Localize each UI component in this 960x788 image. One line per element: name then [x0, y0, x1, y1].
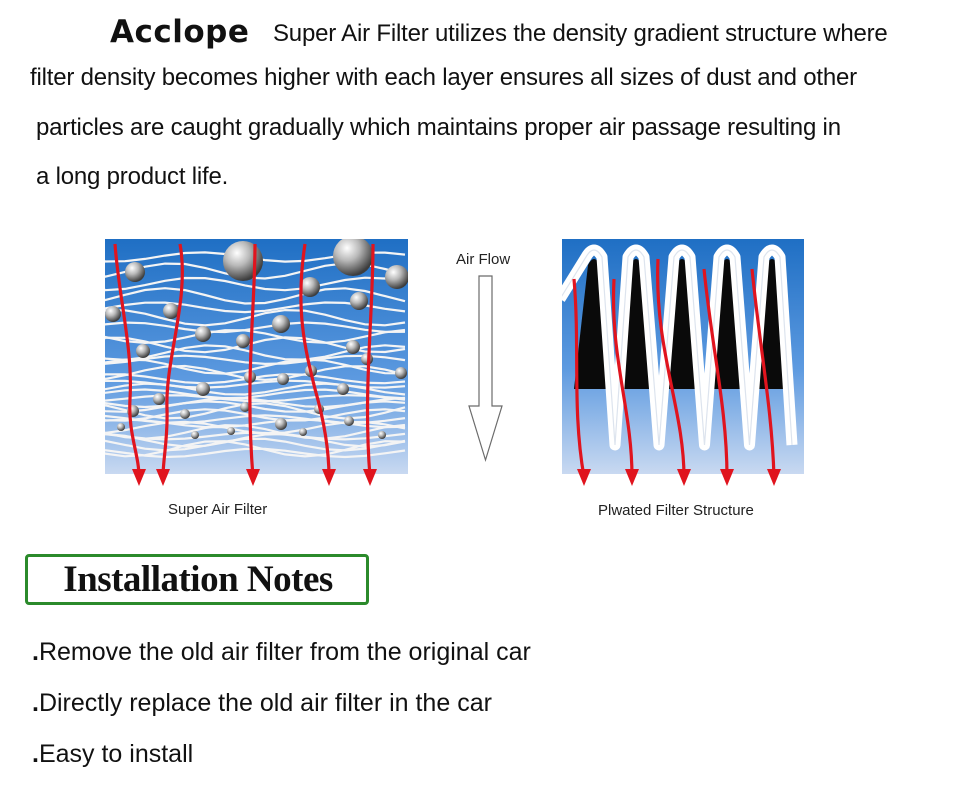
- dust-particle: [299, 428, 307, 436]
- intro-section: Acclope Super Air Filter utilizes the de…: [0, 0, 960, 200]
- airflow-label: Air Flow: [456, 251, 511, 268]
- air-flow-paths: [113, 243, 377, 486]
- airflow-down-arrow-icon: [468, 275, 503, 463]
- fiber: [105, 394, 406, 403]
- filter-pleats: [562, 244, 798, 451]
- dust-particle: [180, 409, 190, 419]
- flow-arrowhead: [577, 469, 591, 486]
- dust-particle: [223, 241, 263, 281]
- note-item: .Easy to install: [32, 740, 194, 768]
- flow-path: [702, 268, 729, 478]
- dust-particle: [227, 427, 235, 435]
- dust-particle: [361, 353, 373, 365]
- dust-particle: [275, 418, 287, 430]
- flow-arrowhead: [156, 469, 170, 486]
- dust-particle: [395, 367, 407, 379]
- dust-particle: [350, 292, 368, 310]
- intro-line-4: a long product life.: [36, 163, 229, 190]
- dust-particle: [385, 265, 408, 289]
- intro-line-2: filter density becomes higher with each …: [30, 64, 857, 91]
- dust-particle: [196, 382, 210, 396]
- right-figure-caption: Plwated Filter Structure: [598, 502, 754, 519]
- dust-particle: [236, 334, 250, 348]
- pleat-air-flow-paths: [572, 258, 781, 486]
- flow-arrowhead: [246, 469, 260, 486]
- pleat-media-edge: [562, 249, 793, 446]
- flow-arrowhead: [132, 469, 146, 486]
- dust-particle: [277, 373, 289, 385]
- dust-particle: [125, 262, 145, 282]
- dust-particle: [300, 277, 320, 297]
- dust-particle: [272, 315, 290, 333]
- flow-arrowhead: [677, 469, 691, 486]
- flow-arrowhead: [363, 469, 377, 486]
- intro-line-1: Super Air Filter utilizes the density gr…: [273, 20, 888, 47]
- fiber: [105, 276, 406, 292]
- pleated-filter-diagram: [562, 239, 804, 486]
- flow-path: [611, 278, 634, 478]
- dust-particle: [136, 344, 150, 358]
- dust-particle: [344, 416, 354, 426]
- flow-path: [248, 243, 257, 478]
- flow-arrowhead: [767, 469, 781, 486]
- dust-particles: [105, 239, 408, 439]
- flow-arrowhead: [720, 469, 734, 486]
- installation-notes-frame: [25, 554, 369, 605]
- intro-line-3: particles are caught gradually which mai…: [36, 114, 841, 141]
- dust-particle: [105, 306, 121, 322]
- flow-path: [161, 243, 184, 478]
- flow-arrowhead: [625, 469, 639, 486]
- dust-particle: [153, 393, 165, 405]
- dust-particle: [346, 340, 360, 354]
- note-item: .Remove the old air filter from the orig…: [32, 638, 531, 666]
- fiber: [105, 308, 406, 327]
- dust-particle: [378, 431, 386, 439]
- flow-path: [750, 268, 776, 478]
- brand-logo: Acclope: [110, 14, 250, 50]
- fiber: [105, 437, 406, 452]
- dust-particle: [191, 431, 199, 439]
- super-air-filter-diagram: [105, 239, 408, 486]
- left-figure-caption: Super Air Filter: [168, 501, 268, 518]
- dust-particle: [163, 303, 179, 319]
- fiber: [105, 287, 406, 305]
- installation-notes-title: Installation Notes: [63, 559, 333, 600]
- flow-path: [365, 243, 375, 478]
- flow-path: [572, 278, 586, 478]
- dust-particle: [117, 423, 125, 431]
- flow-arrowhead: [322, 469, 336, 486]
- dust-particle: [333, 239, 373, 276]
- note-item: .Directly replace the old air filter in …: [32, 689, 492, 717]
- dust-particle: [240, 402, 250, 412]
- pleat-dirty-side: [662, 259, 702, 389]
- fiber: [105, 447, 406, 459]
- flow-path: [656, 258, 686, 478]
- dust-particle: [337, 383, 349, 395]
- dust-particle: [195, 326, 211, 342]
- fiber: [105, 328, 406, 345]
- filter-fibers: [105, 251, 406, 459]
- flow-path: [113, 243, 141, 478]
- flow-path: [299, 243, 331, 478]
- fiber: [105, 382, 406, 396]
